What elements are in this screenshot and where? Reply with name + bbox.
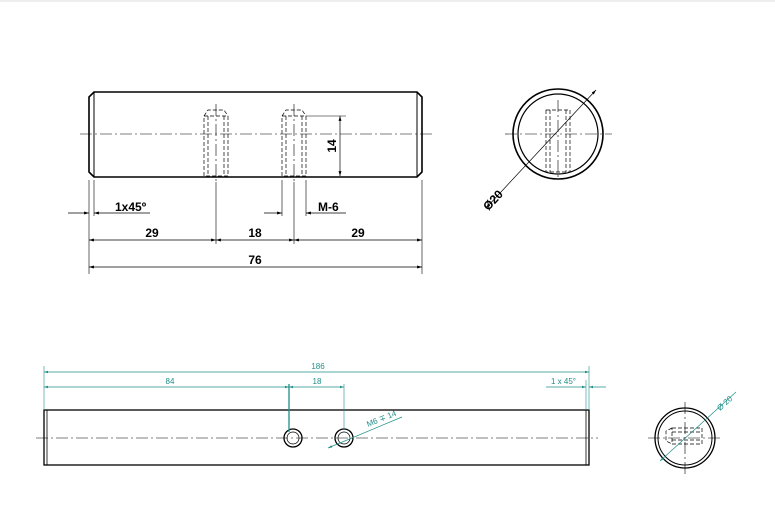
dim-thread: M-6: [264, 200, 346, 215]
dim-chamfer: 1x45º: [68, 200, 150, 215]
dim-hole-offset-label: 84: [166, 377, 175, 386]
dim-chain: 29 18 29: [89, 226, 422, 242]
threaded-hole-left: [203, 104, 229, 182]
dim-hole-spacing-label: 18: [313, 377, 322, 386]
extension-lines: [43, 366, 590, 432]
dim-chain: 84 18: [44, 377, 344, 389]
dim-chamfer-label: 1 x 45°: [551, 377, 576, 386]
top-end-view: Ø20: [480, 88, 612, 213]
dim-thread-label: M-6: [318, 200, 339, 214]
hole-left: [283, 428, 303, 448]
dim-overall: 186: [44, 362, 589, 374]
dim-left-offset-label: 29: [145, 226, 159, 240]
bottom-end-view: Ø 20: [648, 391, 737, 474]
dim-hole-depth: 14: [306, 115, 346, 176]
dim-overall-label: 186: [311, 362, 325, 371]
dim-hole-depth-label: 14: [325, 139, 339, 153]
dim-chamfer-label: 1x45º: [115, 200, 147, 214]
dim-chamfer: 1 x 45°: [546, 377, 606, 389]
dim-overall: 76: [89, 253, 422, 269]
dim-diameter-label: Ø 20: [715, 394, 734, 413]
threaded-hole-right: [281, 104, 307, 182]
dim-right-offset-label: 29: [351, 226, 365, 240]
dim-diameter: Ø20: [480, 89, 597, 213]
pin-body-outline: [43, 409, 590, 466]
dim-diameter: Ø 20: [659, 391, 737, 462]
dim-hole-spacing-label: 18: [248, 226, 262, 240]
top-front-view: 14 1x45º M-6 29: [68, 91, 432, 274]
extension-lines: [88, 180, 423, 274]
pin-body-outline: [88, 91, 423, 178]
dim-thread: M6 ∓ 14: [327, 409, 403, 449]
bottom-front-view: 186 84 18 1 x 45° M6 ∓ 14: [36, 362, 606, 466]
dim-overall-label: 76: [248, 253, 262, 267]
